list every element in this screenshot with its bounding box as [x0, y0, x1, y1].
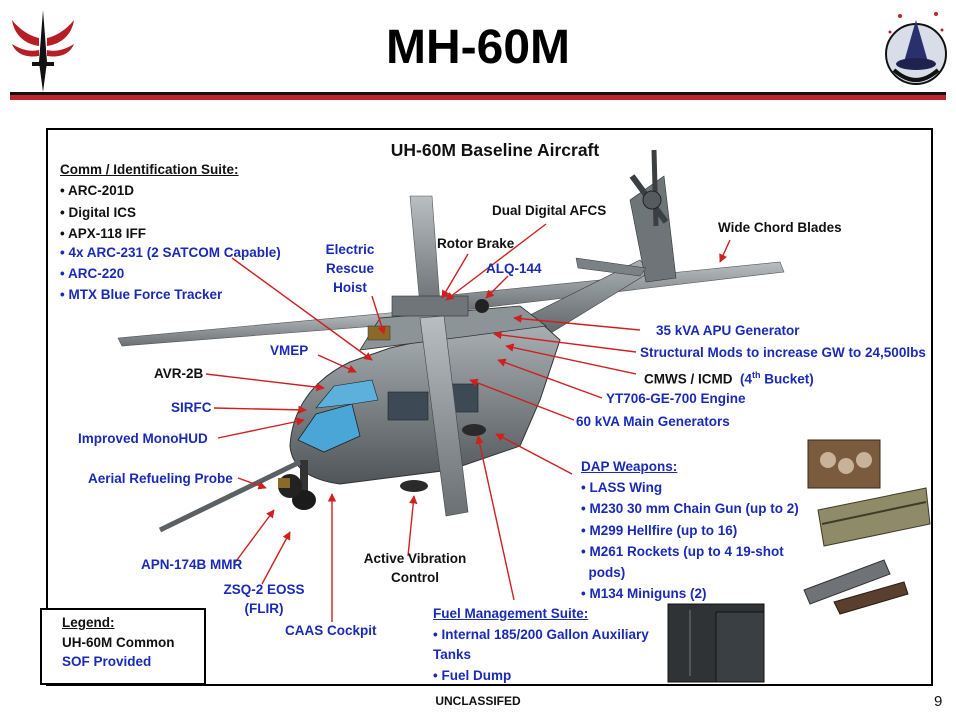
callout-avc-line1: Active Vibration — [363, 551, 467, 566]
comm-item-mtx-bft: • MTX Blue Force Tracker — [60, 287, 223, 302]
comm-item-apx118: • APX-118 IFF — [60, 226, 147, 241]
main-rotor-blade-left — [117, 311, 403, 347]
dap-item-m230: • M230 30 mm Chain Gun (up to 2) — [581, 501, 799, 516]
callout-zsq2-line1: ZSQ-2 EOSS — [223, 582, 305, 597]
fuel-suite-header: Fuel Management Suite: — [433, 606, 589, 621]
callout-apu-generator: 35 kVA APU Generator — [656, 323, 800, 338]
rotor-head — [391, 295, 469, 317]
callout-structural-mods: Structural Mods to increase GW to 24,500… — [640, 345, 926, 360]
title-accent-divider — [10, 95, 946, 100]
callout-arrows — [205, 223, 731, 622]
comm-item-digital-ics: • Digital ICS — [60, 205, 136, 220]
main-rotor-blade-front — [419, 315, 469, 517]
legend-box — [40, 608, 206, 685]
cmws-label: CMWS / ICMD — [644, 371, 733, 387]
page-number: 9 — [934, 693, 943, 710]
refueling-probe — [158, 459, 302, 533]
callout-zsq2-line2: (FLIR) — [244, 601, 284, 616]
cmws-bucket-sup: th — [752, 370, 761, 380]
callout-alq144: ALQ-144 — [486, 261, 542, 276]
callout-engine: YT706-GE-700 Engine — [606, 391, 746, 406]
fuel-item-aux-tanks: • Internal 185/200 Gallon Auxiliary — [433, 627, 649, 642]
dap-item-lass-wing: • LASS Wing — [581, 480, 663, 495]
callout-caas-cockpit: CAAS Cockpit — [285, 623, 377, 638]
callout-rescue-hoist-line1: Electric — [325, 242, 375, 257]
comm-item-arc231: • 4x ARC-231 (2 SATCOM Capable) — [60, 245, 281, 260]
callout-avc-line2: Control — [391, 570, 439, 585]
unit-wizard-logo — [885, 12, 947, 85]
callout-cmws-icmd: CMWS / ICMD (4th Bucket) — [644, 365, 814, 390]
callout-main-generators: 60 kVA Main Generators — [576, 414, 730, 429]
legend-sof: SOF Provided — [62, 654, 152, 669]
hellfire-launcher-image — [817, 487, 931, 547]
callout-rescue-hoist-line2: Rescue — [325, 261, 375, 276]
dap-item-m299: • M299 Hellfire (up to 16) — [581, 523, 738, 538]
cmws-bucket-close: Bucket) — [760, 371, 814, 387]
alq144-jammer — [475, 299, 489, 313]
fuel-item-aux-tanks-cont: Tanks — [433, 647, 472, 662]
callout-avr2b: AVR-2B — [154, 366, 204, 381]
callout-wide-chord-blades: Wide Chord Blades — [718, 220, 842, 235]
diagram-title: UH-60M Baseline Aircraft — [390, 140, 600, 160]
callout-vmep: VMEP — [270, 343, 309, 358]
comm-suite-header: Comm / Identification Suite: — [60, 162, 239, 177]
callout-apn174b: APN-174B MMR — [141, 557, 243, 572]
comm-item-arc220: • ARC-220 — [60, 266, 125, 281]
cmws-bucket-open: (4 — [740, 371, 753, 387]
unit-dagger-logo — [12, 10, 74, 92]
main-rotor-blade-top — [409, 195, 441, 307]
dap-item-m261: • M261 Rockets (up to 4 19-shot — [581, 544, 784, 559]
callout-rotor-brake: Rotor Brake — [437, 236, 515, 251]
legend-header: Legend: — [62, 615, 115, 630]
dap-item-m134: • M134 Miniguns (2) — [581, 586, 707, 601]
callout-rescue-hoist-line3: Hoist — [333, 280, 367, 295]
classification-marking: UNCLASSIFED — [435, 694, 521, 708]
chain-gun-image — [803, 559, 891, 605]
callout-refueling-probe: Aerial Refueling Probe — [88, 471, 233, 486]
rescue-hoist — [367, 325, 391, 341]
dap-item-m261-cont: pods) — [581, 565, 626, 580]
comm-item-arc201d: • ARC-201D — [60, 183, 134, 198]
dap-weapons-header: DAP Weapons: — [581, 459, 678, 474]
callout-dual-afcs: Dual Digital AFCS — [492, 203, 607, 218]
minigun-image — [833, 581, 909, 615]
callout-sirfc: SIRFC — [171, 400, 212, 415]
cockpit-windscreen — [297, 403, 361, 453]
horizontal-stabilator — [575, 257, 647, 277]
diagram-frame — [46, 128, 933, 686]
fuel-item-fuel-dump: • Fuel Dump — [433, 668, 512, 683]
title-divider — [10, 92, 946, 95]
legend-common: UH-60M Common — [62, 635, 175, 650]
slide-title: MH-60M — [385, 21, 570, 74]
callout-monohud: Improved MonoHUD — [78, 431, 208, 446]
